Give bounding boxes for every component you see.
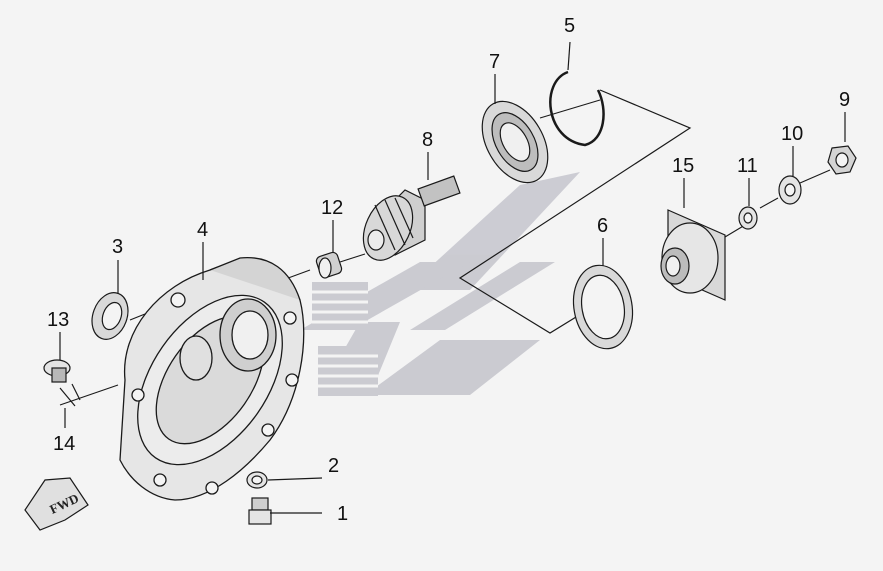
drain-washer [246, 471, 268, 489]
gear-case-housing [119, 256, 305, 501]
spring-washer [778, 175, 802, 205]
callout-4: 4 [197, 219, 208, 241]
output-flange [660, 209, 726, 301]
needle-bearing [315, 251, 343, 279]
snap-ring [549, 70, 605, 147]
drain-plug [248, 497, 272, 525]
callout-15: 15 [672, 155, 694, 177]
flange-nut [827, 145, 857, 175]
ball-bearing [481, 100, 549, 184]
watermark-stripes [312, 290, 378, 388]
oil-seal-large [572, 264, 634, 350]
group-outline [458, 89, 692, 334]
callout-11: 11 [737, 155, 758, 177]
forward-direction-arrow: FWD [24, 477, 89, 531]
callout-13: 13 [47, 309, 69, 331]
callout-5: 5 [564, 15, 575, 37]
callout-3: 3 [112, 236, 123, 258]
watermark-logo [300, 172, 580, 396]
flange-washer [738, 206, 758, 230]
callout-6: 6 [597, 215, 608, 237]
callout-10: 10 [781, 123, 803, 145]
pinion-gear [362, 175, 461, 261]
breather-plug [43, 359, 71, 383]
callout-1: 1 [337, 503, 348, 525]
callout-9: 9 [839, 89, 850, 111]
callout-14: 14 [53, 433, 75, 455]
callout-2: 2 [328, 455, 339, 477]
callout-8: 8 [422, 129, 433, 151]
breather-hose [59, 383, 81, 407]
callout-numbers: 1 2 3 4 5 6 7 8 9 10 11 12 13 14 15 [47, 15, 850, 525]
callout-12: 12 [321, 197, 343, 219]
callout-7: 7 [489, 51, 500, 73]
callout-leaders [59, 41, 846, 514]
